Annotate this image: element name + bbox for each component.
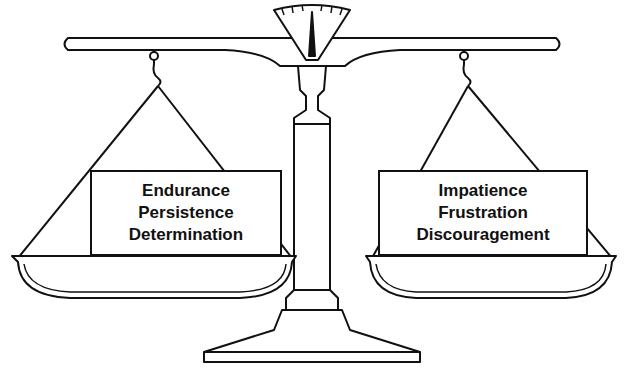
scale-base [204,310,420,362]
box-word: Impatience [439,180,528,202]
weight-box: EndurancePersistenceDetermination [90,170,282,256]
scale-column [286,66,338,310]
hook-pin [150,52,158,60]
column-ring [294,123,330,125]
dial-pointer [309,12,315,56]
column-ring [294,289,330,291]
box-word: Discouragement [416,224,549,246]
scale-pan [12,256,296,298]
hook-pin [460,52,468,60]
weight-box: ImpatienceFrustrationDiscouragement [378,170,588,256]
pan-rim [376,264,606,292]
scale-pan [366,256,616,298]
box-word: Endurance [142,180,230,202]
scale-dial [274,5,350,60]
base-edge [204,351,420,353]
pan-rim [24,264,286,292]
box-word: Frustration [438,202,528,224]
box-word: Persistence [138,202,233,224]
box-word: Determination [129,224,243,246]
